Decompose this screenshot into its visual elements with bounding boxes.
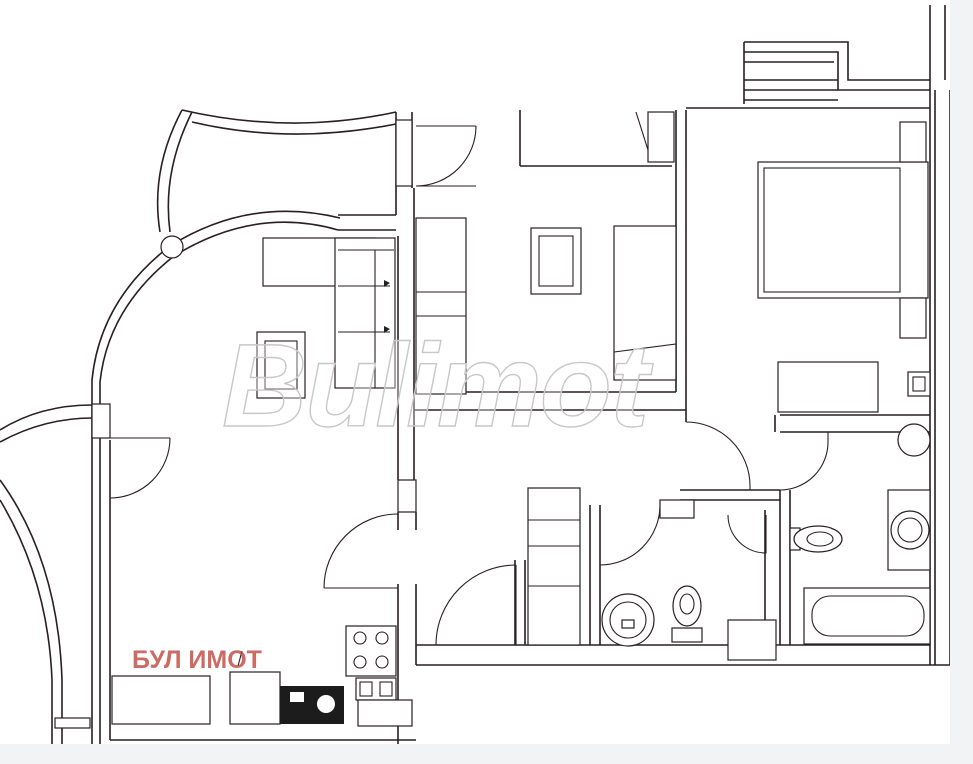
coffee-table [256, 331, 306, 399]
right-bedroom-furniture [757, 121, 931, 413]
bathroom-fixtures [601, 423, 931, 661]
bed [613, 225, 677, 381]
agency-label: БУЛ ИМОТ [132, 646, 262, 674]
middle-bedroom-furniture [415, 111, 677, 395]
wardrobe [415, 217, 467, 395]
column-circle [160, 235, 184, 259]
toilet [672, 585, 702, 627]
pillar [91, 403, 111, 439]
sofa [334, 237, 396, 389]
doors [109, 125, 829, 646]
curved-outer-walls [0, 109, 397, 744]
living-furniture [111, 237, 413, 727]
toilet-2 [793, 525, 843, 553]
floor-plan-drawing [0, 5, 950, 744]
bathtub [803, 587, 931, 645]
hall-wardrobe [527, 487, 695, 646]
floor-plan: Bulimot БУЛ ИМОТ [0, 0, 950, 744]
double-bed [757, 161, 929, 299]
cooktop [345, 625, 397, 677]
